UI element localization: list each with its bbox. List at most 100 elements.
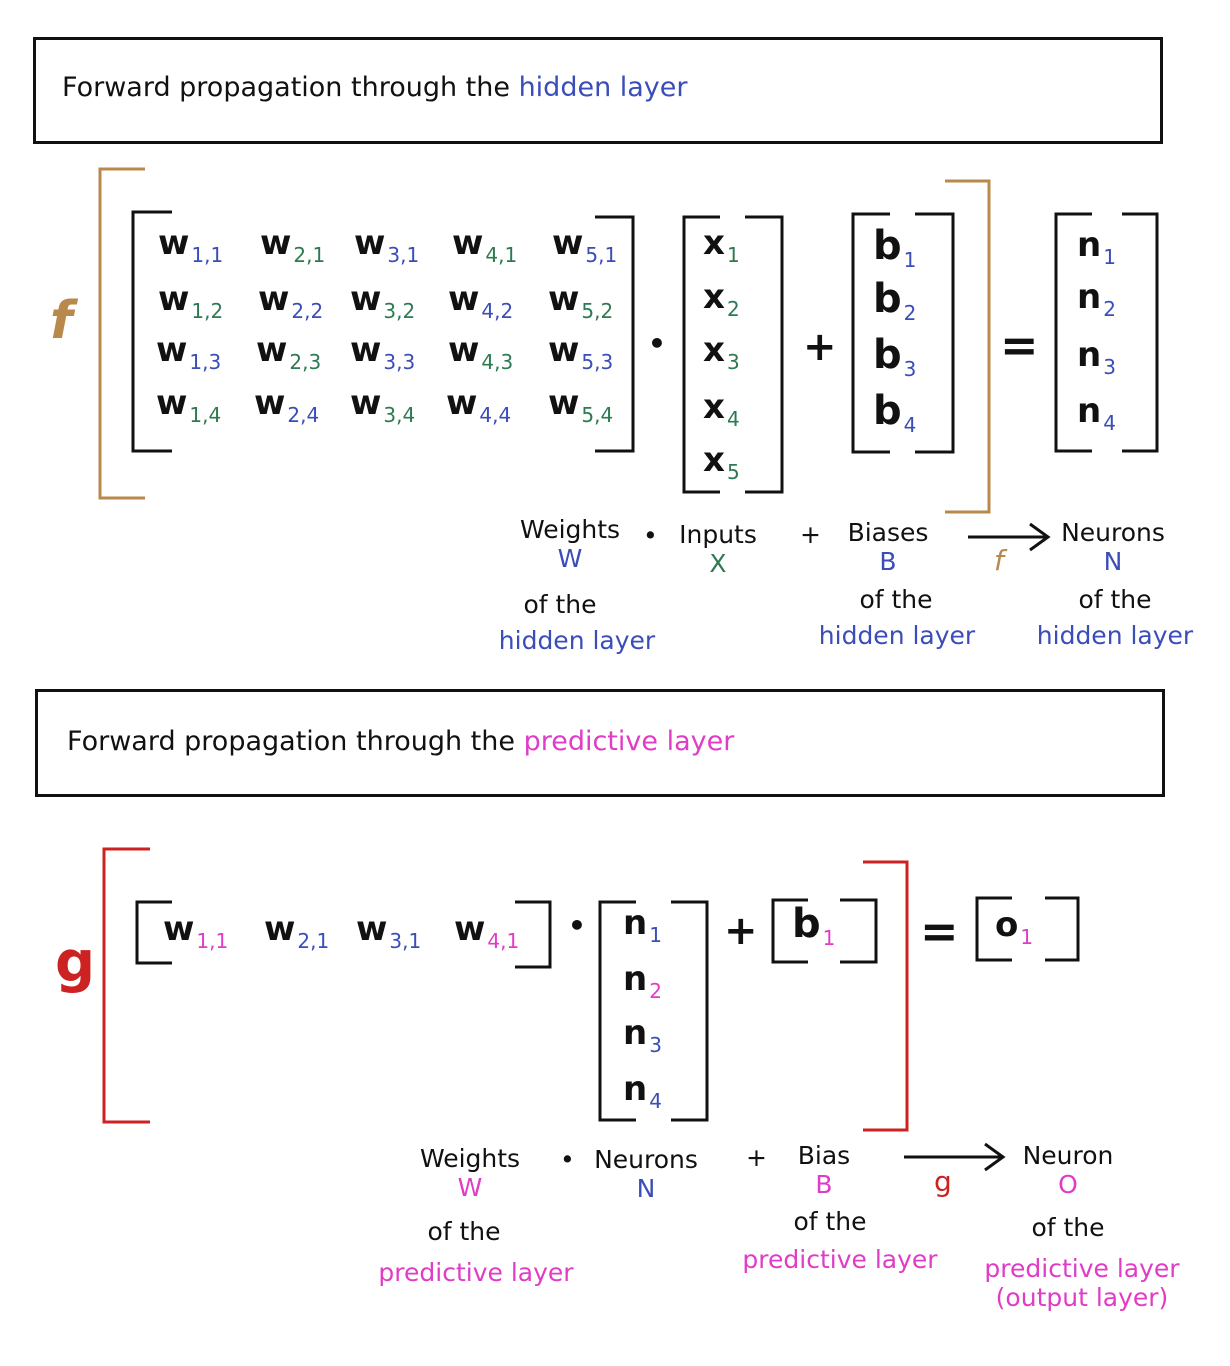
legend1-arrow <box>968 522 1051 552</box>
legend2-arrow <box>904 1142 1006 1172</box>
equals-operator-2: = <box>920 904 959 958</box>
section1-title-box <box>33 37 1163 144</box>
legend-weights-layer: hidden layer <box>498 626 656 655</box>
pred-neurons-right-bracket <box>671 900 709 1122</box>
section2-title: Forward propagation through the predicti… <box>67 726 734 757</box>
bias-left-bracket <box>851 212 890 454</box>
legend-dot-1: • <box>643 521 658 550</box>
pred-bias-right-bracket <box>840 898 878 964</box>
plus-operator-1: + <box>803 324 837 370</box>
legend2-weights: Weights W <box>419 1144 521 1202</box>
legend2-bias-layer: predictive layer <box>742 1245 938 1274</box>
function-g: g <box>55 930 96 995</box>
legend2-weights-of: of the <box>427 1217 501 1246</box>
pred-weights-right-bracket <box>515 900 552 969</box>
legend-biases-of: of the <box>859 585 933 614</box>
weights-left-bracket <box>131 210 172 453</box>
legend-neurons-layer: hidden layer <box>1036 621 1194 650</box>
legend-arrow-f: f <box>994 544 1004 577</box>
legend-biases-layer: hidden layer <box>818 621 976 650</box>
legend2-neuron-of: of the <box>1031 1213 1105 1242</box>
legend2-arrow-g: g <box>934 1165 952 1198</box>
function-f: f <box>50 291 73 351</box>
f-bracket <box>98 167 991 514</box>
legend2-plus: + <box>746 1143 767 1172</box>
section1-title-highlight: hidden layer <box>518 72 688 103</box>
section1-title-prefix: Forward propagation through the <box>62 72 519 103</box>
legend-plus-1: + <box>800 520 821 549</box>
section2-title-highlight: predictive layer <box>523 726 735 757</box>
legend-neurons-of: of the <box>1078 585 1152 614</box>
legend2-bias: Bias B <box>797 1141 851 1199</box>
dot-operator-1: • <box>648 327 666 360</box>
plus-operator-2: + <box>724 908 758 954</box>
legend2-weights-layer: predictive layer <box>378 1258 574 1287</box>
legend-neurons: Neurons N <box>1061 518 1165 576</box>
section1-title: Forward propagation through the hidden l… <box>62 72 688 103</box>
weights-right-bracket <box>595 215 635 453</box>
inputs-right-bracket <box>745 215 784 494</box>
legend-weights-of: of the <box>523 590 597 619</box>
legend2-neuron: Neuron O <box>1022 1141 1114 1199</box>
section2-title-prefix: Forward propagation through the <box>67 726 524 757</box>
dot-operator-2: • <box>568 909 586 942</box>
neurons-right-bracket <box>1122 212 1159 453</box>
legend2-dot: • <box>560 1145 575 1174</box>
section2-title-box <box>35 689 1165 797</box>
legend2-bias-of: of the <box>793 1207 867 1236</box>
pred-weights-left-bracket <box>135 900 172 965</box>
legend-inputs: Inputs X <box>679 520 757 578</box>
legend-weights: Weights W <box>519 515 621 573</box>
pred-neurons-left-bracket <box>598 900 636 1122</box>
legend2-neurons: Neurons N <box>594 1145 698 1203</box>
legend-biases: Biases B <box>847 518 929 576</box>
equals-operator-1: = <box>1000 318 1039 372</box>
legend2-neuron-layer: predictive layer (output layer) <box>984 1254 1180 1312</box>
output-right-bracket <box>1045 896 1080 962</box>
neurons-left-bracket <box>1054 212 1092 453</box>
inputs-left-bracket <box>682 215 720 494</box>
g-bracket <box>102 847 909 1132</box>
